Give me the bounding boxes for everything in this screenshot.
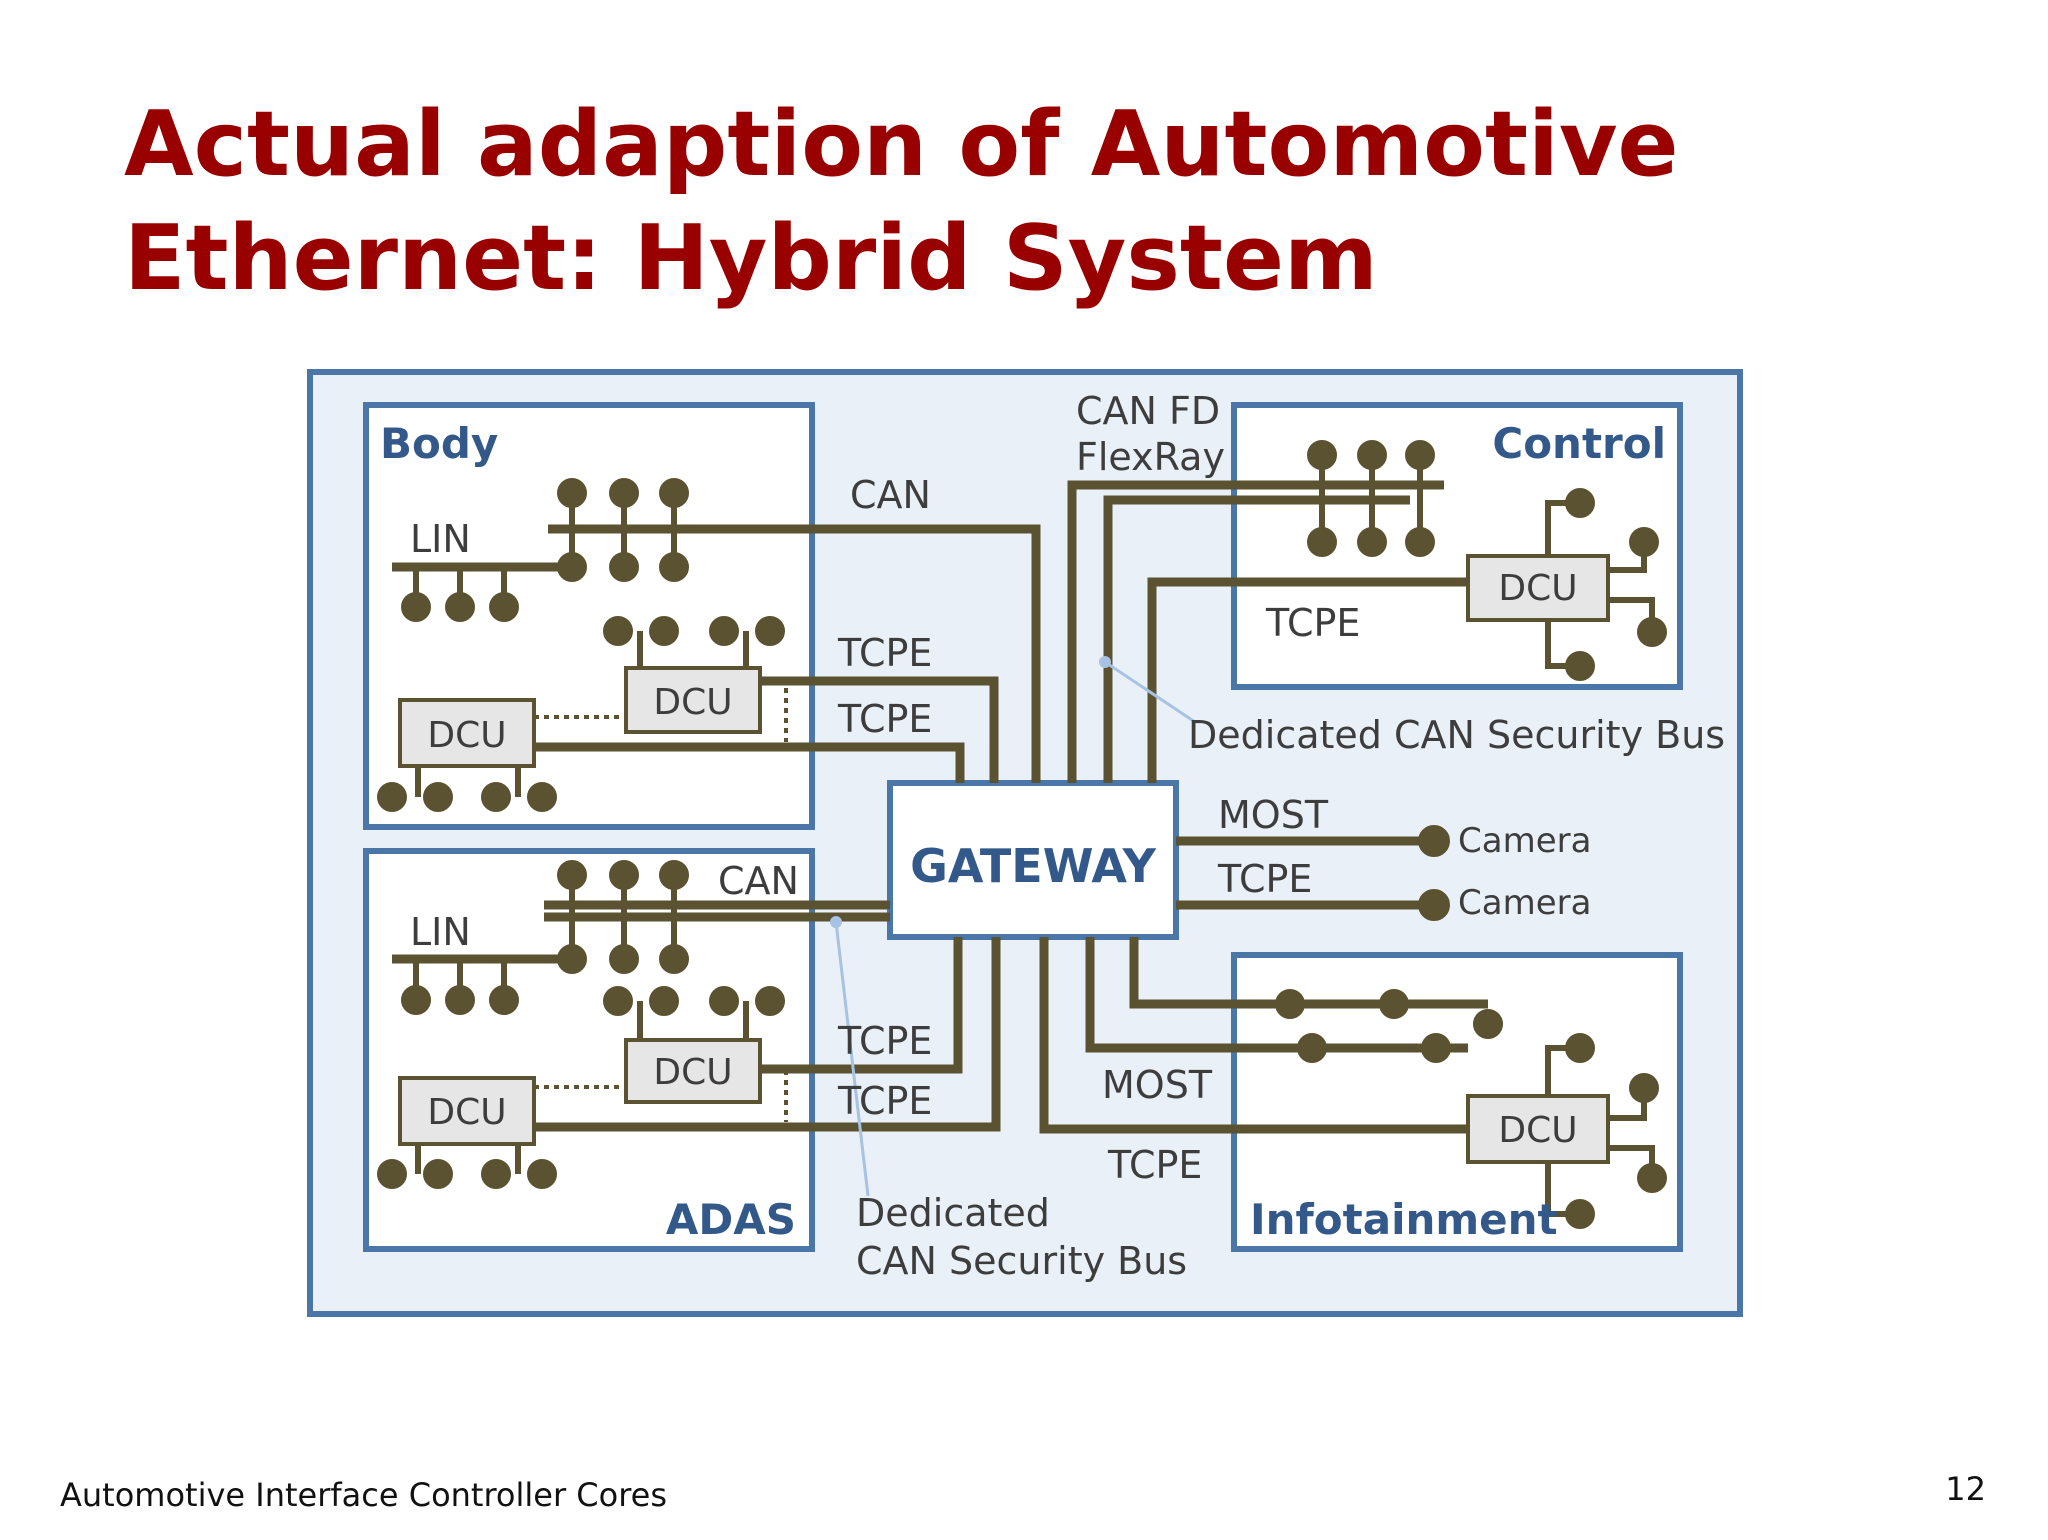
gateway-box xyxy=(887,780,1179,940)
adas-dcu-1 xyxy=(398,1076,536,1146)
slide-title-line-2: Ethernet: Hybrid System xyxy=(124,206,1378,311)
tcpe-body-2-label: TCPE xyxy=(837,697,932,741)
gateway-label: GATEWAY xyxy=(910,839,1156,893)
bus-lines xyxy=(392,480,1488,1134)
tcpe-adas-2-label: TCPE xyxy=(837,1079,932,1123)
adas-domain-title: ADAS xyxy=(666,1195,796,1244)
body-can-bus xyxy=(548,524,1041,783)
bus-labels: LIN CAN CAN FD FlexRay TCPE TCPE TCPE De… xyxy=(410,389,1725,1283)
slide-title-line-1: Actual adaption of Automotive xyxy=(124,92,1679,197)
lin-body-label: LIN xyxy=(410,517,471,561)
body-dcu-1 xyxy=(398,698,536,768)
body-dcu-2-label: DCU xyxy=(653,682,732,723)
security-bus-bottom-label-2: CAN Security Bus xyxy=(856,1239,1187,1283)
tcpe-info-label: TCPE xyxy=(1107,1143,1202,1187)
body-dcu-1-label: DCU xyxy=(427,715,506,756)
info-bus-1 xyxy=(1129,937,1488,1009)
bus-nodes xyxy=(377,440,1667,1229)
canfd-label: CAN FD xyxy=(1076,389,1220,433)
camera-2-label: Camera xyxy=(1458,883,1591,923)
adas-dcu-2 xyxy=(624,1038,762,1104)
control-dcu-label: DCU xyxy=(1498,568,1577,609)
camera-1-label: Camera xyxy=(1458,821,1591,861)
dcu-boxes xyxy=(398,554,1610,1164)
tcpe-control-label: TCPE xyxy=(1265,601,1360,645)
control-domain-title: Control xyxy=(1492,419,1666,468)
tcpe-adas-1-label: TCPE xyxy=(837,1019,932,1063)
can-adas-label: CAN xyxy=(718,859,799,903)
info-tcpe-bus xyxy=(1039,937,1468,1134)
info-dcu xyxy=(1466,1094,1610,1164)
flexray-bus xyxy=(1103,495,1410,783)
adas-tcpe-bus-1 xyxy=(756,937,963,1074)
most-camera-label: MOST xyxy=(1218,793,1329,837)
security-bus-callouts xyxy=(834,660,1196,1197)
adas-dcu-2-label: DCU xyxy=(653,1052,732,1093)
body-dcu-2 xyxy=(624,666,762,734)
most-info-label: MOST xyxy=(1102,1063,1213,1107)
tcpe-body-1-label: TCPE xyxy=(837,631,932,675)
can-body-label: CAN xyxy=(850,473,931,517)
security-bus-marker-top xyxy=(1099,656,1111,668)
control-tcpe-bus xyxy=(1147,577,1468,783)
security-bus-top-label: Dedicated CAN Security Bus xyxy=(1188,713,1725,757)
info-dcu-label: DCU xyxy=(1498,1110,1577,1151)
security-bus-marker-bottom xyxy=(830,916,842,928)
info-bus-2 xyxy=(1085,937,1468,1053)
body-tcpe-bus-1 xyxy=(756,676,999,783)
control-dcu xyxy=(1466,554,1610,622)
slide-title: Actual adaption of Automotive Ethernet: … xyxy=(124,88,1924,316)
adas-dcu-1-label: DCU xyxy=(427,1092,506,1133)
footer-text: Automotive Interface Controller Cores xyxy=(60,1476,668,1514)
adas-tcpe-bus-2 xyxy=(532,937,1001,1132)
flexray-label: FlexRay xyxy=(1076,435,1225,479)
body-domain-title: Body xyxy=(380,419,498,468)
infotainment-domain-title: Infotainment xyxy=(1250,1195,1558,1244)
security-bus-bottom-label-1: Dedicated xyxy=(856,1191,1050,1235)
tcpe-camera-label: TCPE xyxy=(1217,857,1312,901)
dotted-links xyxy=(534,688,788,1122)
body-tcpe-bus-2 xyxy=(532,742,965,783)
domain-titles: Body Control ADAS Infotainment xyxy=(380,419,1666,1244)
dcu-labels: DCU DCU DCU DCU DCU DCU xyxy=(427,568,1577,1151)
lin-adas-label: LIN xyxy=(410,910,471,954)
page-number: 12 xyxy=(1945,1470,1986,1508)
